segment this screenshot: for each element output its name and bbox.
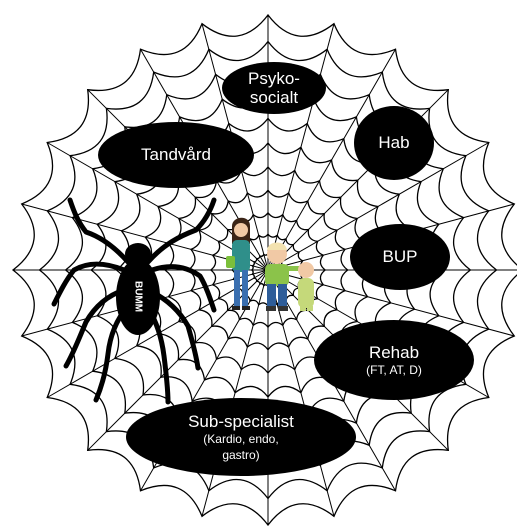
node-label: socialt [249, 88, 299, 107]
web-ring [209, 211, 327, 329]
node-sub-specialist: Sub-specialist (Kardio, endo, gastro) [126, 398, 356, 476]
spider-label: BUMM [132, 281, 144, 313]
node-hab: Hab [354, 106, 434, 180]
node-psyko-socialt: Psyko- socialt [222, 62, 326, 114]
node-tandvard: Tandvård [98, 122, 254, 188]
web-ring [139, 141, 397, 399]
node-label: Psyko- [248, 68, 300, 88]
node-label: Sub-specialist [188, 412, 294, 432]
web-ring [11, 13, 517, 527]
node-bup: BUP [350, 224, 450, 290]
node-rehab: Rehab (FT, AT, D) [314, 320, 474, 400]
web-ring [38, 40, 498, 500]
node-label: Hab [378, 133, 410, 153]
node-label: Tandvård [141, 145, 211, 165]
node-label: Rehab [368, 342, 420, 362]
node-sublabel: gastro) [222, 447, 260, 462]
node-sublabel: (FT, AT, D) [366, 362, 422, 377]
node-sublabel: (Kardio, endo, [203, 432, 279, 447]
node-label: BUP [382, 247, 418, 267]
web-ring [163, 165, 373, 375]
